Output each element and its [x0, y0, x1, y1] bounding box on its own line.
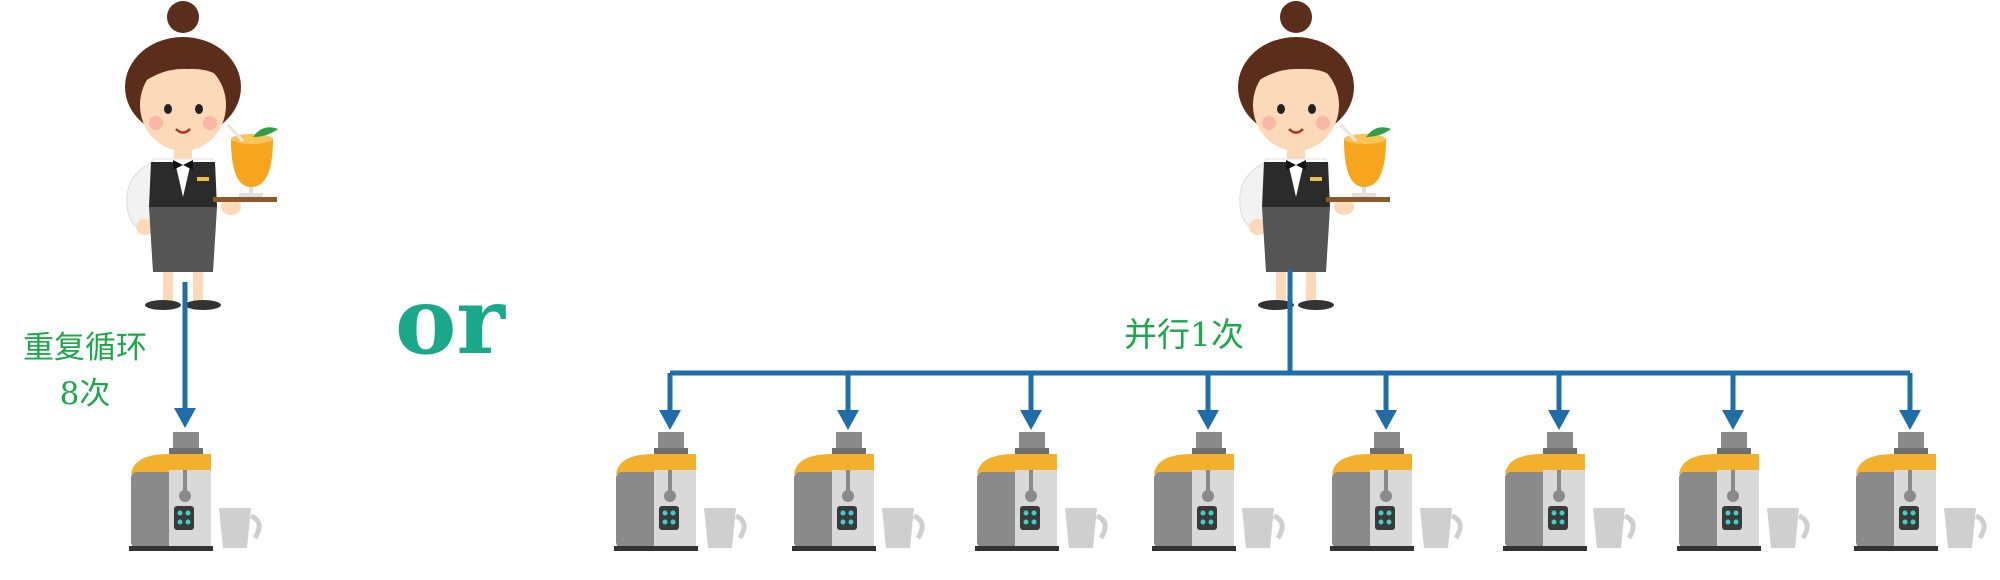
- juicer-icon: [1330, 432, 1460, 551]
- branch-arrow: [1722, 373, 1744, 430]
- juicer-row: [614, 432, 1984, 551]
- waitress-icon: [123, 0, 280, 312]
- loop-label-line1: 重复循环: [23, 330, 147, 366]
- branch-arrow: [837, 373, 859, 430]
- branch-arrow: [1197, 373, 1219, 430]
- juicer-icon: [792, 432, 922, 551]
- or-label: or: [395, 267, 505, 375]
- branch-arrow: [1020, 373, 1042, 430]
- juicer-icon: [1854, 432, 1984, 551]
- juicer-icon: [1677, 432, 1807, 551]
- branch-arrow: [1548, 373, 1570, 430]
- juicer-icon: [1503, 432, 1633, 551]
- branch-arrow: [1899, 373, 1921, 430]
- branch-arrow: [659, 373, 681, 430]
- juicer-icon: [975, 432, 1105, 551]
- parallel-label: 并行1次: [1124, 315, 1244, 354]
- parallel-connector: [659, 270, 1921, 430]
- waitress-icon: [1236, 0, 1393, 312]
- loop-label-line2: 8次: [59, 376, 111, 412]
- juicer-icon: [614, 432, 744, 551]
- juicer-icon: [1152, 432, 1282, 551]
- juicer-icon: [129, 432, 259, 551]
- branch-arrow: [1375, 373, 1397, 430]
- arrow-left: [174, 282, 196, 428]
